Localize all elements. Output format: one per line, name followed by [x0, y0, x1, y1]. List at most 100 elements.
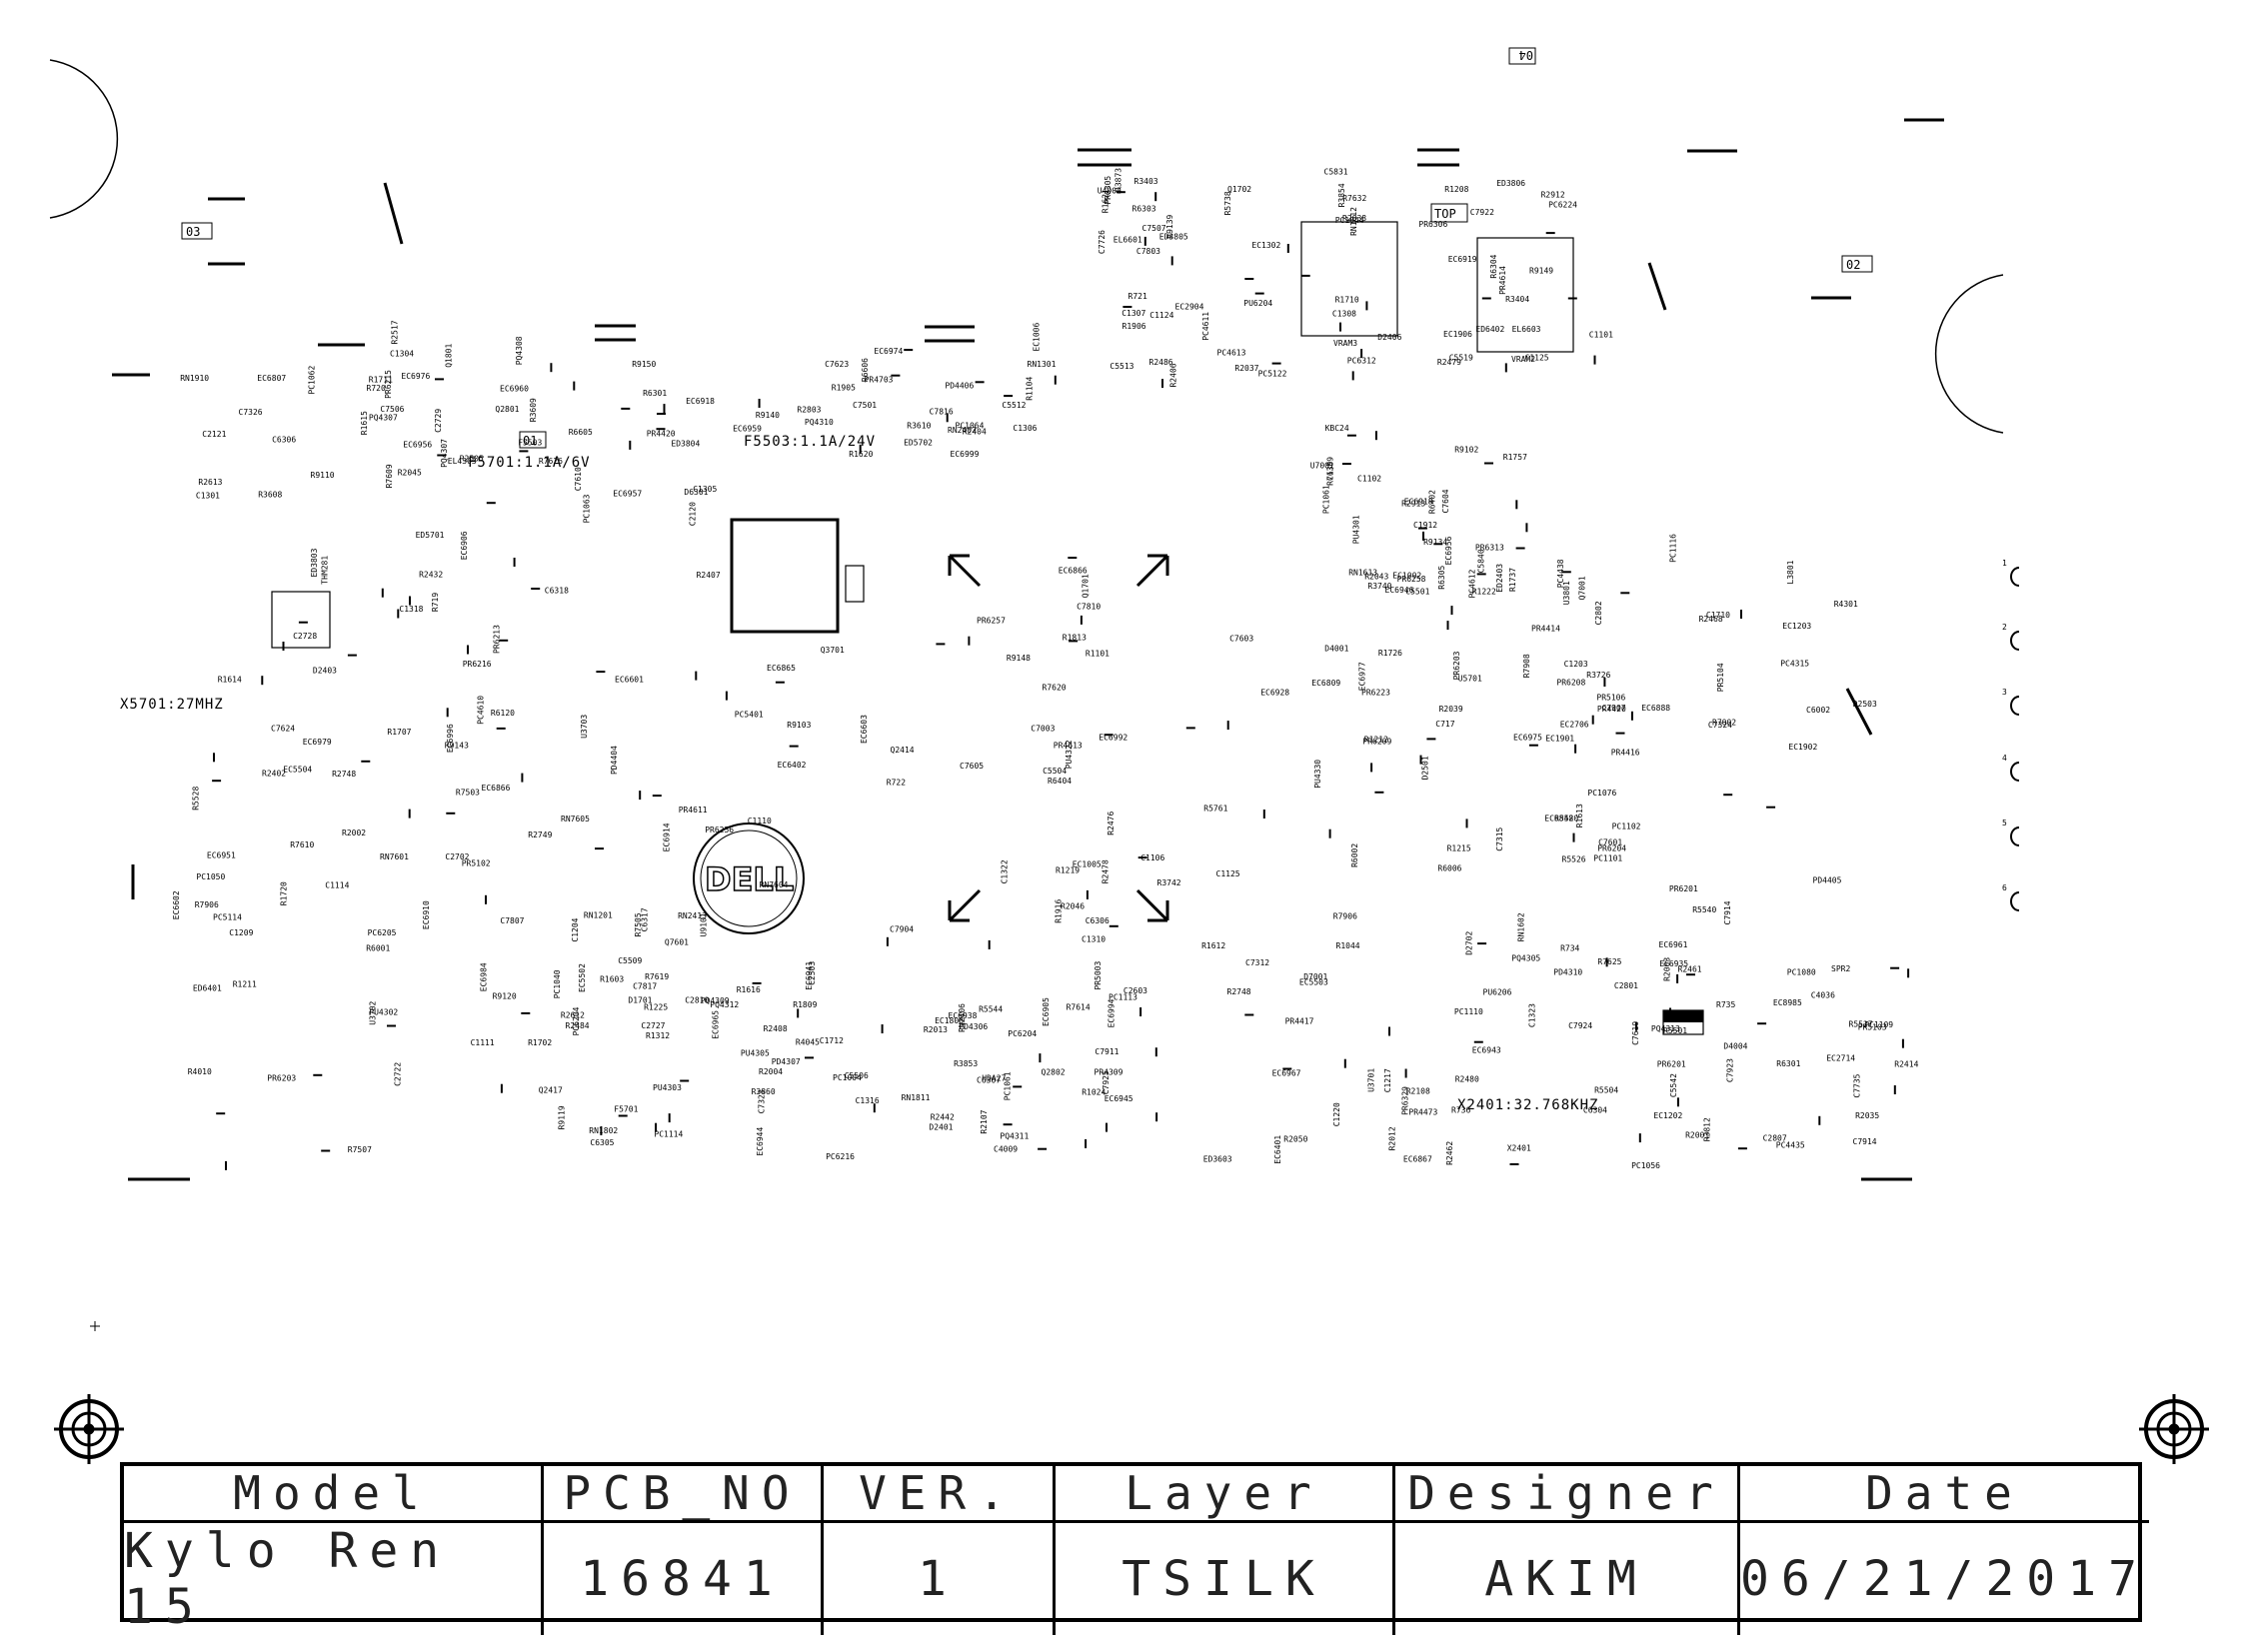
component-designator: R9120 — [493, 991, 517, 1000]
component-designator: C7507 — [1142, 224, 1166, 233]
component-designator: EC1901 — [1545, 735, 1574, 744]
component-designator: D2503 — [1853, 700, 1877, 709]
chip-vram3 — [1300, 221, 1398, 337]
component-designator: ED3805 — [1159, 233, 1188, 242]
component-designator: ED3803 — [310, 548, 319, 577]
corner-id-01: 01 — [519, 431, 547, 449]
component-designator: R1613 — [1575, 804, 1584, 827]
component-designator: PC6312 — [1347, 356, 1376, 365]
component-designator: PC1061 — [1003, 1071, 1012, 1100]
chip-u5701 — [271, 591, 331, 649]
component-designator: PD4405 — [1813, 875, 1842, 884]
component-designator: EC5504 — [283, 765, 312, 774]
component-designator: EC5502 — [578, 963, 587, 992]
target-mark-left — [54, 1394, 124, 1464]
component-pads — [212, 191, 1910, 1170]
svg-text:DELL: DELL — [705, 860, 794, 898]
component-designator: R5520 — [1554, 815, 1578, 824]
component-designator: RN1301 — [1028, 360, 1057, 369]
component-designator: R1208 — [1444, 185, 1468, 194]
component-designator: R5761 — [1203, 805, 1227, 814]
component-designator: R1044 — [1336, 941, 1360, 950]
component-designator: R1312 — [646, 1031, 670, 1040]
registration-marks — [112, 118, 1944, 1181]
component-designator: R2050 — [1283, 1135, 1307, 1144]
component-designator: C2503 — [808, 961, 817, 985]
component-designator: EC1202 — [1653, 1111, 1682, 1120]
component-designator: C6306 — [272, 436, 296, 445]
component-designator: R2407 — [697, 571, 721, 580]
component-designator: R6605 — [569, 428, 593, 437]
component-designator: C7601 — [1598, 837, 1622, 846]
component-designator: C1712 — [820, 1036, 844, 1045]
component-designator: R6002 — [1350, 843, 1359, 867]
component-designator: PQ4307 — [440, 439, 449, 468]
component-designator: C7807 — [500, 916, 524, 925]
component-designator: RN2406 — [958, 1003, 967, 1032]
component-designator: R7614 — [1067, 1003, 1091, 1012]
component-designator: PC5401 — [735, 710, 764, 719]
component-designator: R5544 — [979, 1004, 1003, 1013]
component-designator: EC6945 — [1105, 1094, 1133, 1103]
component-designator: Q2802 — [1042, 1067, 1066, 1076]
component-designator: U3801 — [1562, 581, 1571, 605]
component-designator: C1220 — [1332, 1102, 1341, 1126]
component-designator: R2003 — [1663, 957, 1672, 981]
svg-text:TOP: TOP — [1434, 207, 1456, 221]
component-designator: PU4302 — [369, 1007, 398, 1016]
component-designator: R2046 — [1061, 901, 1085, 910]
component-designator: C7315 — [1495, 826, 1504, 850]
component-designator: R1603 — [600, 974, 624, 983]
component-designator: R6402 — [1428, 490, 1437, 514]
component-designator: Q1701 — [1081, 574, 1090, 598]
component-designator: R5528 — [191, 787, 200, 811]
component-designator: C1101 — [1589, 331, 1613, 340]
component-designator: C5519 — [1449, 353, 1473, 362]
component-designator: R3726 — [1586, 671, 1610, 680]
component-designator: PC4610 — [477, 696, 486, 725]
component-designator: R2476 — [1107, 812, 1116, 835]
component-designator: R2432 — [419, 570, 443, 579]
component-designator: RN1602 — [1517, 912, 1526, 941]
svg-text:3: 3 — [2002, 688, 2007, 697]
component-designator: RN1612 — [1349, 207, 1358, 236]
component-designator: C7324 — [1708, 721, 1732, 730]
component-designator: R2913 — [1401, 499, 1425, 508]
component-designator: R4045 — [796, 1038, 820, 1047]
component-designator: C5504 — [1043, 767, 1067, 776]
component-designator: R2612 — [561, 1011, 585, 1020]
title-block: Model PCB_NO VER. Layer Designer Date Ky… — [120, 1462, 2149, 1635]
component-designator: R3404 — [1505, 295, 1529, 304]
gpu-chip-outline — [730, 518, 840, 634]
component-designator: R1757 — [1503, 453, 1527, 462]
component-designator: PR5102 — [462, 859, 491, 868]
crystal-x2401-label: X2401:32.768KHZ — [1457, 1097, 1598, 1113]
component-designator: U3703 — [580, 715, 589, 739]
component-designator: R1104 — [1025, 377, 1034, 401]
component-designator: D4004 — [1723, 1042, 1747, 1051]
component-designator: R1215 — [1447, 844, 1471, 853]
component-designator: R2613 — [198, 478, 222, 487]
component-designator: C7925 — [1102, 1070, 1111, 1094]
component-designator: EC2706 — [1560, 721, 1589, 730]
component-designator: C5509 — [618, 956, 642, 965]
component-designator: PC4613 — [1217, 348, 1246, 357]
component-designator: ED3806 — [1496, 179, 1525, 188]
component-designator: PC6204 — [1008, 1029, 1037, 1038]
component-designator: R2478 — [1102, 859, 1111, 883]
component-designator: PR4414 — [1531, 625, 1560, 634]
component-designator: R2037 — [1234, 364, 1258, 373]
component-designator: EC6976 — [401, 372, 430, 381]
component-designator: C1217 — [1383, 1068, 1392, 1092]
component-designator: R2461 — [1678, 965, 1702, 974]
component-designator: R9143 — [445, 741, 469, 750]
component-designator: C1306 — [1013, 424, 1037, 433]
component-designator: R2462 — [1445, 1141, 1454, 1165]
component-designator: PC1101 — [1593, 854, 1622, 863]
component-designator: PR6208 — [1556, 678, 1585, 687]
component-designator: EC1902 — [1788, 743, 1817, 752]
component-designator: C7816 — [930, 408, 954, 417]
component-designator: KBC24 — [1325, 424, 1349, 433]
component-designator: R7507 — [348, 1145, 372, 1154]
component-designator: R2484 — [566, 1021, 590, 1030]
